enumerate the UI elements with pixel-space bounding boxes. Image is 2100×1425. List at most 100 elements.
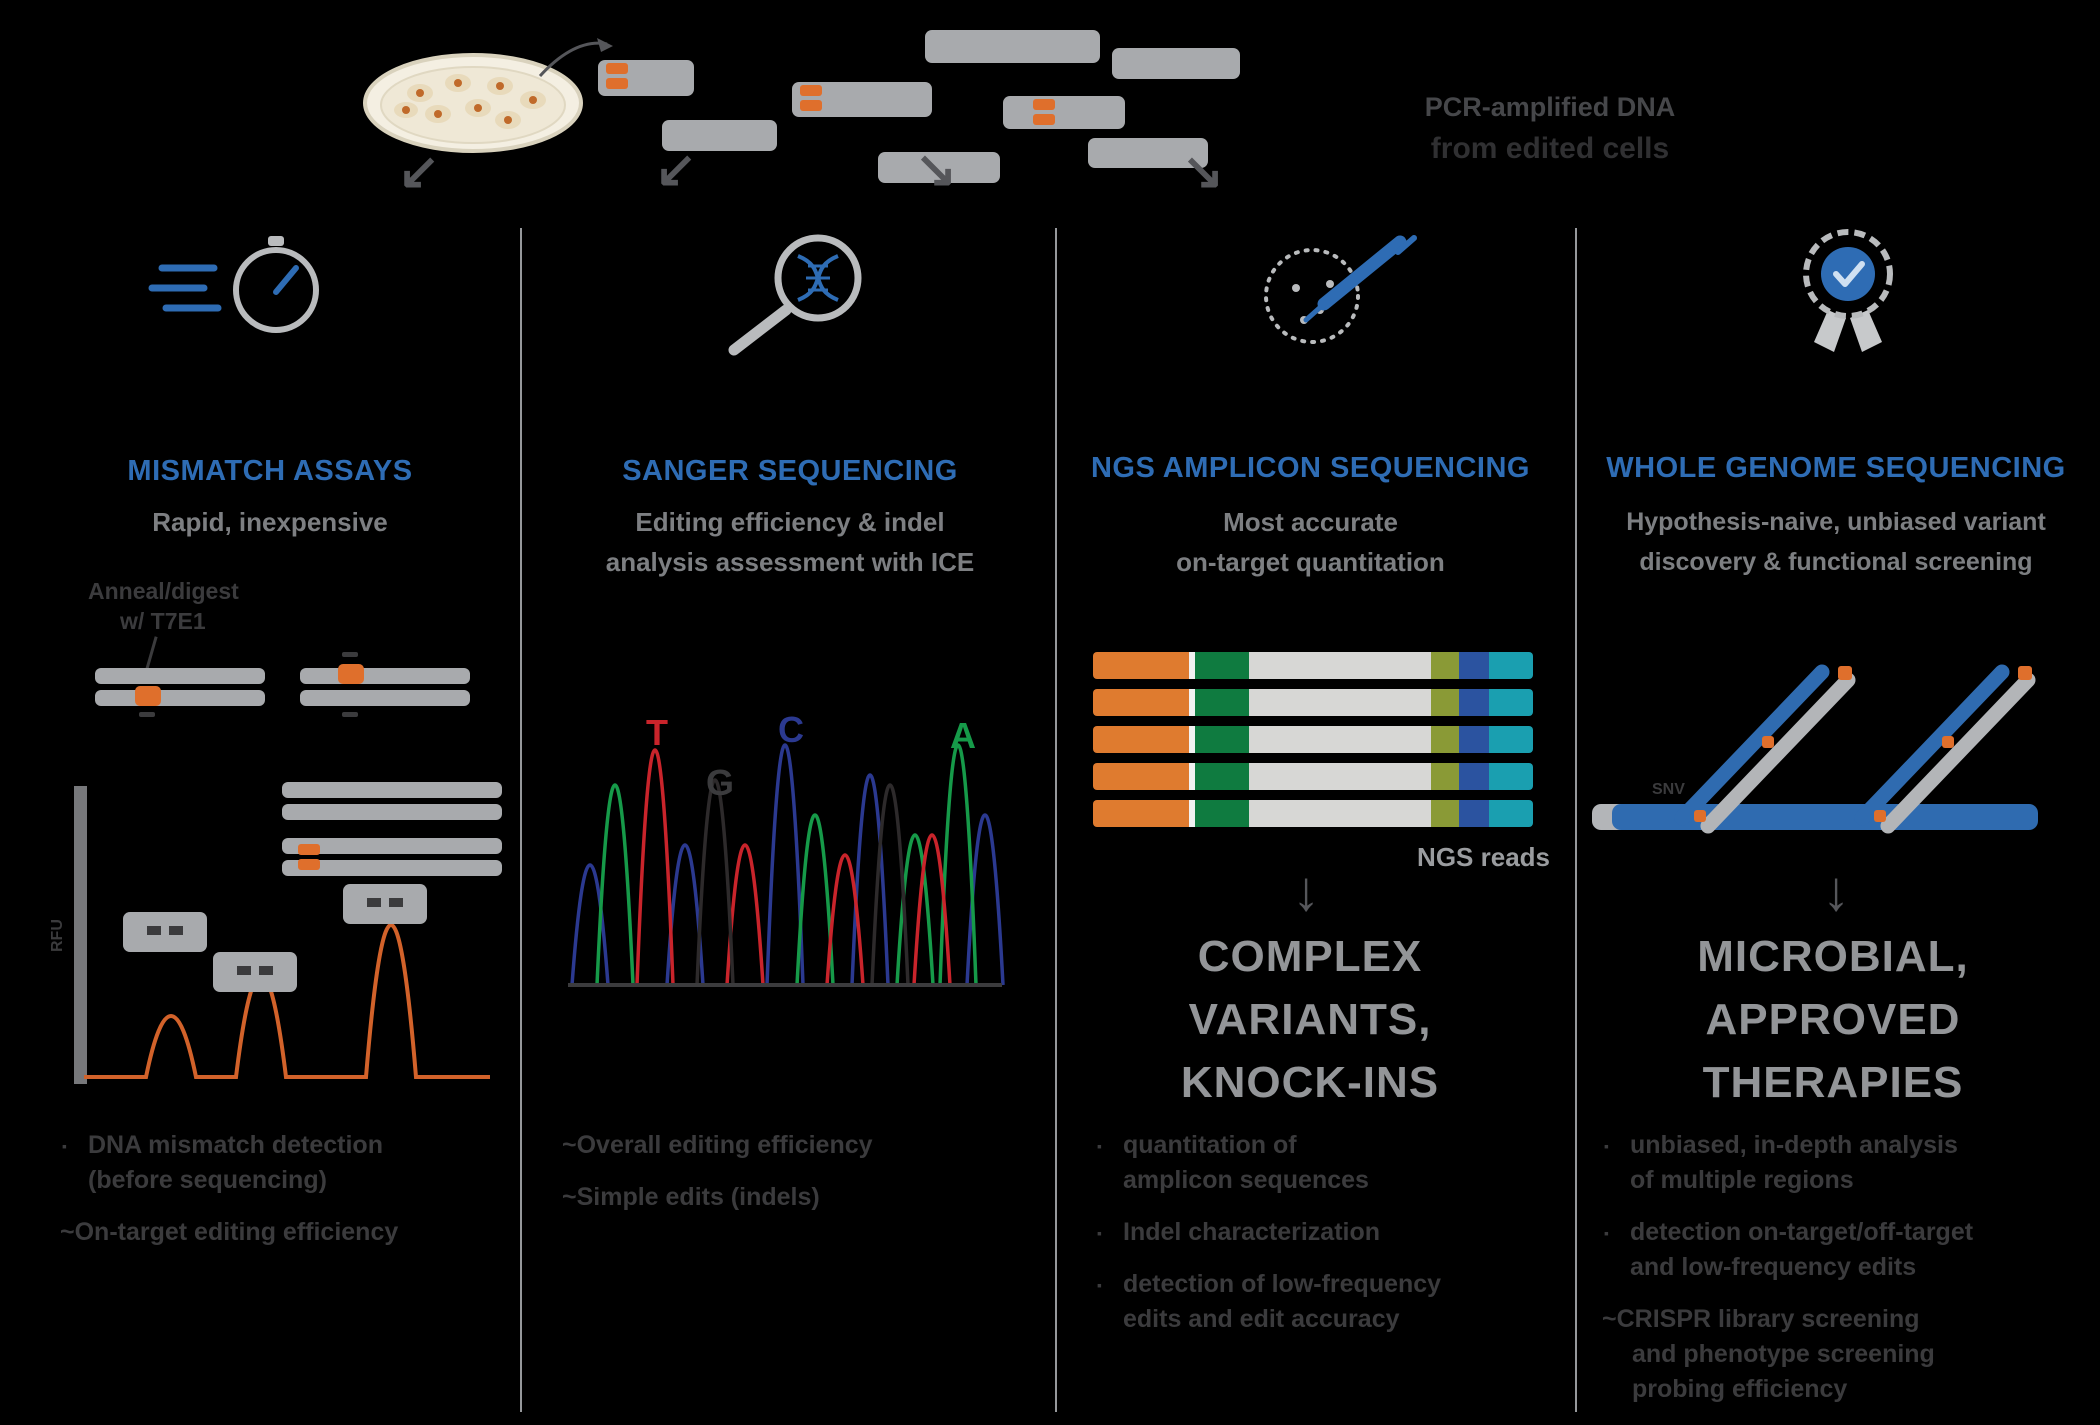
- bullet-line: unbiased, in-depth analysis: [1630, 1131, 1958, 1159]
- column-divider: [1575, 228, 1577, 1412]
- variant-marker: [1838, 666, 1852, 680]
- pcr-label-line2: from edited cells: [1430, 132, 1670, 165]
- col2-subtitle-line1: Editing efficiency & indel: [635, 507, 945, 537]
- pipette-dish-icon: [1264, 235, 1417, 344]
- base-label-G: G: [706, 762, 734, 803]
- duplex-with-mismatch: [95, 668, 265, 717]
- bullet-line: amplicon sequences: [1123, 1166, 1369, 1194]
- bullet-line: ~On-target editing efficiency: [60, 1218, 399, 1246]
- y-axis-label: RFU: [49, 919, 66, 952]
- bullet-item: ~Simple edits (indels): [562, 1180, 1002, 1215]
- arrow-to-col2-icon: ↙: [655, 141, 697, 197]
- read-gray: [1700, 672, 1856, 834]
- read-blue: [1854, 664, 2010, 826]
- mismatch-bulge: [338, 664, 364, 684]
- bullet-line: probing efficiency: [1632, 1375, 1848, 1403]
- column-divider: [520, 228, 522, 1412]
- bullet-item: ▪ DNA mismatch detection (before sequenc…: [60, 1128, 490, 1198]
- bullet-line: ~Simple edits (indels): [562, 1183, 820, 1211]
- dna-fragment: [1003, 96, 1125, 129]
- bullet-item: ▪ detection on-target/off-target and low…: [1602, 1215, 2077, 1285]
- mismatch-bulge: [135, 686, 161, 706]
- duplex-wildtype: [282, 782, 502, 822]
- ngs-read: [1093, 726, 1533, 753]
- fragment-band-marker: [123, 912, 207, 952]
- petri-dish: [363, 53, 583, 153]
- dish-to-dna-arrow: [538, 38, 613, 78]
- read-blue: [1674, 664, 1830, 826]
- col3-subtitle: Most accurate on-target quantitation: [1078, 502, 1543, 582]
- ngs-read: [1093, 652, 1533, 679]
- bullet-item: ▪ Indel characterization: [1095, 1215, 1545, 1250]
- bullet-marker: ▪: [1097, 1138, 1102, 1154]
- bullet-marker: ▪: [62, 1138, 67, 1154]
- read-gray: [1880, 672, 2036, 834]
- variant-marker: [1694, 810, 1706, 822]
- bullet-line: edits and edit accuracy: [1123, 1305, 1400, 1333]
- col4-outcome-line3: THERAPIES: [1702, 1058, 1964, 1107]
- col3-outcome-line2: VARIANTS,: [1188, 995, 1432, 1044]
- arrow-to-col3-icon: ↘: [915, 141, 957, 197]
- arrow-to-col1-icon: ↙: [398, 143, 440, 199]
- col3-outcome-line3: KNOCK-INS: [1180, 1058, 1440, 1107]
- bullet-line: detection on-target/off-target: [1630, 1218, 1974, 1246]
- down-arrow-col3: ↓: [1292, 859, 1320, 922]
- col2-subtitle: Editing efficiency & indel analysis asse…: [555, 502, 1025, 582]
- col2-bullets: ~Overall editing efficiency ~Simple edit…: [562, 1128, 1002, 1232]
- col3-outcome-line1: COMPLEX: [1197, 932, 1423, 981]
- bullet-item: ▪ quantitation of amplicon sequences: [1095, 1128, 1545, 1198]
- column-divider: [1055, 228, 1057, 1412]
- fragment-band-marker: [213, 952, 297, 992]
- y-axis: [74, 786, 87, 1084]
- trace-blue: [570, 743, 1005, 986]
- col3-outcome-text: COMPLEX VARIANTS, KNOCK-INS: [1085, 925, 1535, 1114]
- col4-subtitle: Hypothesis-naive, unbiased variant disco…: [1596, 502, 2076, 582]
- ngs-read: [1093, 763, 1533, 790]
- bullet-line: quantitation of: [1123, 1131, 1297, 1159]
- bullet-marker: ▪: [1097, 1277, 1102, 1293]
- col1-subtitle: Rapid, inexpensive: [152, 507, 388, 537]
- down-arrow-col4: ↓: [1822, 859, 1850, 922]
- bullet-marker: ▪: [1097, 1225, 1102, 1241]
- bullet-item: ▪ detection of low-frequency edits and e…: [1095, 1267, 1545, 1337]
- bullet-marker: ▪: [1604, 1138, 1609, 1154]
- bullet-item: ~On-target editing efficiency: [60, 1215, 490, 1250]
- edit-site-marker: [1033, 99, 1055, 129]
- bullet-item: ~CRISPR library screening and phenotype …: [1602, 1302, 2077, 1407]
- col1-title: MISMATCH ASSAYS: [127, 455, 413, 487]
- col4-title: WHOLE GENOME SEQUENCING: [1606, 452, 2066, 484]
- anneal-label-line1: Anneal/digest: [88, 578, 239, 604]
- bullet-line: detection of low-frequency: [1123, 1270, 1442, 1298]
- col3-bullets: ▪ quantitation of amplicon sequences ▪ I…: [1095, 1128, 1545, 1354]
- edit-site-marker: [800, 85, 822, 115]
- dna-fragment: [925, 30, 1100, 63]
- bullet-line: (before sequencing): [88, 1166, 327, 1194]
- edit-site-marker: [298, 844, 320, 874]
- ngs-read: [1093, 689, 1533, 716]
- ngs-read: [1093, 800, 1533, 827]
- base-label-T: T: [646, 712, 668, 753]
- col3-title: NGS AMPLICON SEQUENCING: [1090, 452, 1530, 484]
- mismatch-tick: [342, 652, 358, 657]
- wgs-alignment-diagram: SNV: [1592, 664, 2038, 834]
- trace-green: [595, 743, 978, 986]
- col4-outcome-text: MICROBIAL, APPROVED THERAPIES: [1598, 925, 2068, 1114]
- bullet-marker: ▪: [1604, 1225, 1609, 1241]
- bullet-item: ~Overall editing efficiency: [562, 1128, 1002, 1163]
- variant-marker: [1942, 736, 1954, 748]
- bullet-line: DNA mismatch detection: [88, 1131, 383, 1159]
- col4-outcome-line2: APPROVED: [1705, 995, 1961, 1044]
- variant-label: SNV: [1652, 781, 1685, 798]
- sanger-chromatogram: T G C A: [568, 709, 1005, 987]
- dna-fragment: [1088, 138, 1208, 168]
- magnifier-dna-icon: [728, 234, 862, 356]
- bullet-item: ▪ unbiased, in-depth analysis of multipl…: [1602, 1128, 2077, 1198]
- col4-subtitle-line1: Hypothesis-naive, unbiased variant: [1626, 508, 2046, 536]
- dna-fragment: [1112, 48, 1240, 79]
- trace-black: [695, 778, 910, 986]
- trace-red: [635, 748, 952, 986]
- arrow-to-col4-icon: ↘: [1182, 143, 1224, 199]
- anneal-connector-line: [145, 636, 158, 670]
- col4-bullets: ▪ unbiased, in-depth analysis of multipl…: [1602, 1128, 2077, 1424]
- dna-fragment: [878, 152, 1000, 183]
